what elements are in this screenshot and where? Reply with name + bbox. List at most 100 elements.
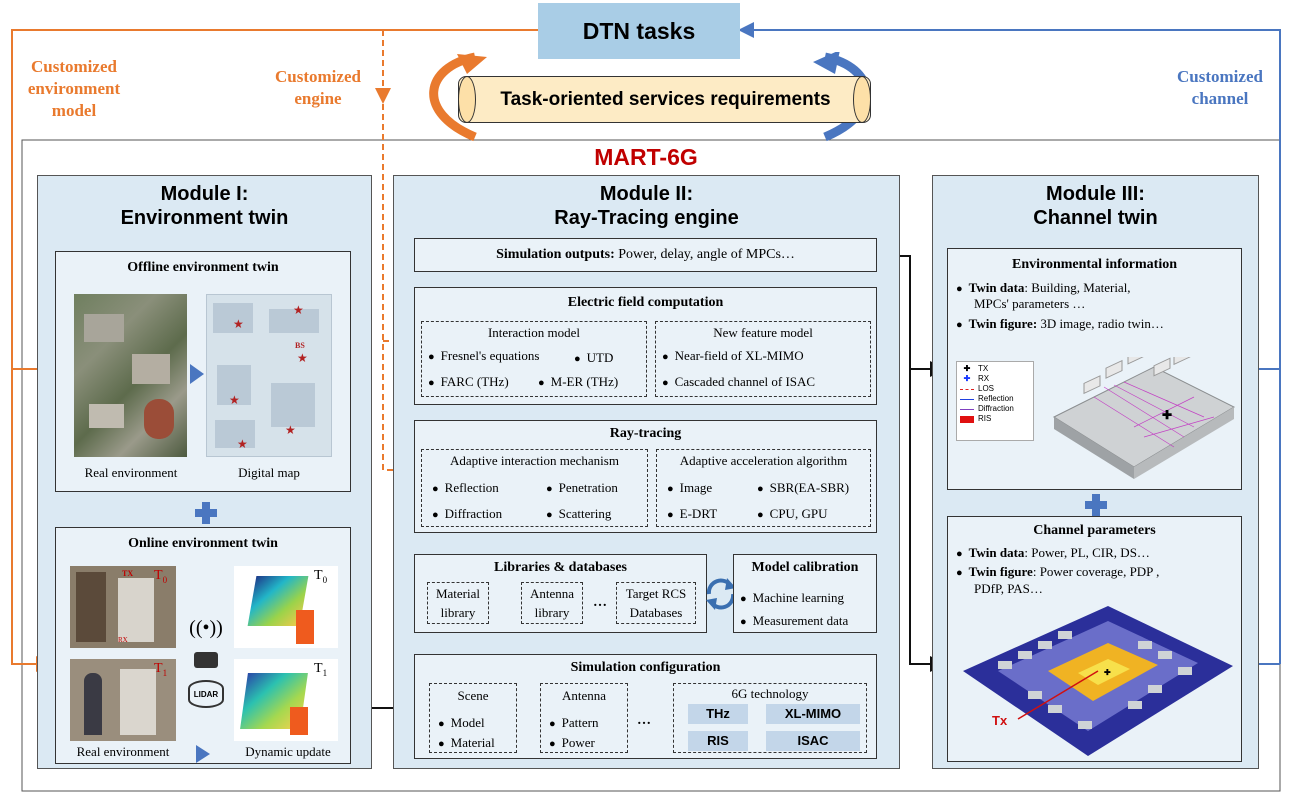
scene-item: Model [438,714,485,733]
ray-legend: ✚TX ✚RX LOS Reflection Diffraction RIS [956,361,1034,441]
real-environment-photo-t1: T1 [70,659,176,741]
caption-real-environment: Real environment [84,465,178,480]
requirements-label: Task-oriented services requirements [500,89,831,110]
offline-environment-twin: Offline environment twin ★ ★ ★ BS ★ ★ ★ … [55,251,351,492]
rx-label: RX [118,636,128,644]
adaptive-interaction-mechanism: Adaptive interaction mechanism Reflectio… [421,449,648,527]
update-arrow-icon [196,745,210,763]
interaction-item: UTD [574,349,614,368]
config-6g-technology: 6G technology THz XL-MIMO RIS ISAC [673,683,867,753]
tx-marker-icon: ✚ [963,364,971,373]
star-icon: ★ [285,423,296,437]
power-coverage-map: ✚ [963,606,1233,756]
rt-title: Ray-tracing [609,426,682,441]
offline-arrow-icon [190,364,204,384]
real-environment-satellite-image [74,294,187,457]
t1-depth-label: T1 [314,661,328,678]
module3-title: Module III:Channel twin [1033,183,1158,229]
plus-icon [1085,494,1107,516]
accel-item: Image [667,479,712,498]
ray-tracing: Ray-tracing Adaptive interaction mechani… [414,420,877,533]
calibration-item: Measurement data [740,612,849,631]
customized-engine-label: Customized engine [275,67,361,108]
mechanism-item: Reflection [432,479,499,498]
customized-channel-label: Customized channel [1177,67,1263,108]
env-twin-data: Twin data: Building, Material, [956,279,1131,298]
svg-text:✚: ✚ [1162,408,1172,422]
depth-map-t1: T1 [234,659,338,741]
new-feature-model-title: New feature model [713,325,813,340]
caption-real-environment-online: Real environment [76,744,170,759]
accel-item: CPU, GPU [757,505,828,524]
rx-marker-icon: ✚ [963,374,971,384]
model-calibration: Model calibration Machine learning Measu… [733,554,877,633]
offline-title: Offline environment twin [127,260,279,275]
tx-label: Tx [992,713,1008,728]
config-title: Simulation configuration [570,660,721,675]
t1-label: T1 [154,661,168,678]
star-icon: ★ [229,393,240,407]
lidar-icon: LIDAR [188,680,224,708]
simulation-outputs-label: Simulation outputs: [496,247,615,262]
camera-icon [194,652,218,668]
module2-title: Module II:Ray-Tracing engine [554,183,739,229]
real-environment-photo-t0: TX T0 RX [70,566,176,648]
online-title: Online environment twin [128,536,278,551]
feature-item: Cascaded channel of ISAC [662,373,815,392]
libraries-ellipsis: … [593,595,607,610]
star-icon: ★ [237,437,248,451]
plus-icon [195,502,217,524]
star-icon: ★ [293,303,304,317]
mechanism-item: Diffraction [432,505,503,524]
calibration-item: Machine learning [740,589,844,608]
env-twin-data-cont: MPCs' parameters … [974,296,1086,311]
module1-title: Module I:Environment twin [120,183,289,229]
online-environment-twin: Online environment twin TX T0 RX T1 ((•)… [55,527,351,764]
libraries-title: Libraries & databases [494,560,627,575]
config-antenna: Antenna Pattern Power [540,683,628,753]
chan-twin-figure-cont: PDfP, PAS… [974,581,1043,596]
environmental-information: Environmental information Twin data: Bui… [947,248,1242,490]
scene-title: Scene [457,688,489,703]
radio-twin-3d-image: ✚ [1052,357,1236,479]
mechanism-title: Adaptive interaction mechanism [450,453,619,468]
antenna-title: Antenna [561,688,607,703]
t0-label: T0 [154,568,168,585]
electric-field-computation: Electric field computation Interaction m… [414,287,877,405]
chan-twin-data: Twin data: Power, PL, CIR, DS… [956,544,1150,563]
interaction-model-title: Interaction model [487,325,581,340]
channel-parameters: Channel parameters Twin data: Power, PL,… [947,516,1242,762]
simulation-configuration: Simulation configuration Scene Model Mat… [414,654,877,759]
bs-label: BS [295,341,305,350]
tech-isac: ISAC [766,731,860,751]
t0-depth-label: T0 [314,568,328,585]
new-feature-model: New feature model Near-field of XL-MIMO … [655,321,871,397]
antenna-item: Power [549,734,595,753]
env-info-title: Environmental information [1011,257,1178,272]
simulation-outputs-text: Power, delay, angle of MPCs… [614,247,795,262]
adaptive-acceleration-algorithm: Adaptive acceleration algorithm Image SB… [656,449,871,527]
caption-digital-map: Digital map [238,465,300,480]
svg-text:✚: ✚ [1104,668,1111,677]
interaction-item: FARC (THz) [428,373,509,392]
module-channel-twin: Module III:Channel twin Environmental in… [932,175,1259,769]
config-ellipsis: … [637,713,651,728]
module-environment-twin: Module I:Environment twin Offline enviro… [37,175,372,769]
dtn-tasks-box: DTN tasks [538,3,740,59]
chan-twin-figure: Twin figure: Power coverage, PDP , [956,563,1160,582]
antenna-item: Pattern [549,714,599,733]
efc-title: Electric field computation [567,295,724,310]
requirements-scroll: Task-oriented services requirements [458,76,871,123]
tech-title: 6G technology [731,686,809,701]
wireless-signal-icon: ((•)) [189,617,223,639]
interaction-item: M-ER (THz) [538,373,619,392]
system-title: MART-6G [594,144,698,170]
interaction-item: Fresnel's equations [428,347,540,366]
tech-ris: RIS [688,731,748,751]
customized-env-model-label: Customized environment model [27,57,121,120]
caption-dynamic-update: Dynamic update [245,744,331,759]
